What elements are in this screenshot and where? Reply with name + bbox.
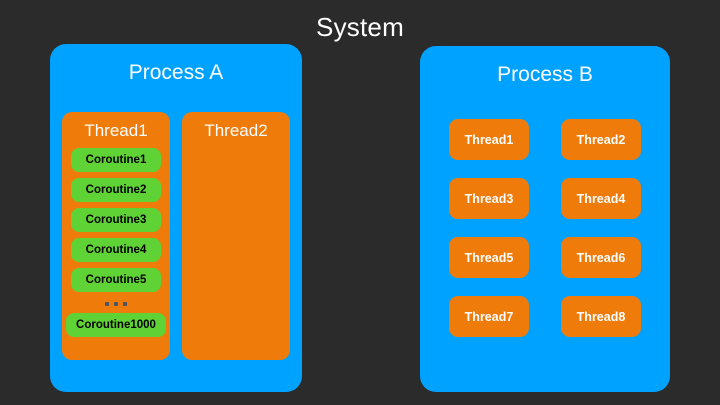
- process-a-thread-2: Thread2: [182, 112, 290, 360]
- process-b-thread-grid: Thread1 Thread2 Thread3 Thread4 Thread5 …: [449, 119, 641, 337]
- coroutine-item: Coroutine3: [71, 208, 161, 232]
- coroutine-item: Coroutine5: [71, 268, 161, 292]
- coroutine-list: Coroutine1 Coroutine2 Coroutine3 Corouti…: [62, 148, 170, 343]
- process-a-thread-2-label: Thread2: [204, 121, 268, 140]
- process-a-thread-1-label: Thread1: [84, 121, 148, 140]
- process-a-title: Process A: [128, 61, 224, 84]
- ellipsis-dot: [123, 302, 127, 306]
- process-b-title: Process B: [497, 63, 593, 86]
- process-a-thread-1: Thread1 Coroutine1 Coroutine2 Coroutine3…: [62, 112, 170, 360]
- process-a-container: Process A Thread1 Coroutine1 Coroutine2 …: [50, 44, 302, 392]
- process-b-thread-card: Thread8: [561, 296, 641, 337]
- process-b-thread-card: Thread1: [449, 119, 529, 160]
- process-b-container: Process B Thread1 Thread2 Thread3 Thread…: [420, 46, 670, 392]
- coroutine-item: Coroutine2: [71, 178, 161, 202]
- coroutine-item: Coroutine1: [71, 148, 161, 172]
- page-title: System: [316, 12, 404, 42]
- process-b-thread-card: Thread6: [561, 237, 641, 278]
- process-b-thread-card: Thread7: [449, 296, 529, 337]
- process-b-thread-card: Thread2: [561, 119, 641, 160]
- ellipsis-icon: [62, 298, 170, 310]
- ellipsis-dot: [105, 302, 109, 306]
- process-b-thread-card: Thread3: [449, 178, 529, 219]
- coroutine-item: Coroutine4: [71, 238, 161, 262]
- process-b-thread-card: Thread4: [561, 178, 641, 219]
- coroutine-item-last: Coroutine1000: [66, 313, 166, 337]
- process-b-thread-card: Thread5: [449, 237, 529, 278]
- ellipsis-dot: [114, 302, 118, 306]
